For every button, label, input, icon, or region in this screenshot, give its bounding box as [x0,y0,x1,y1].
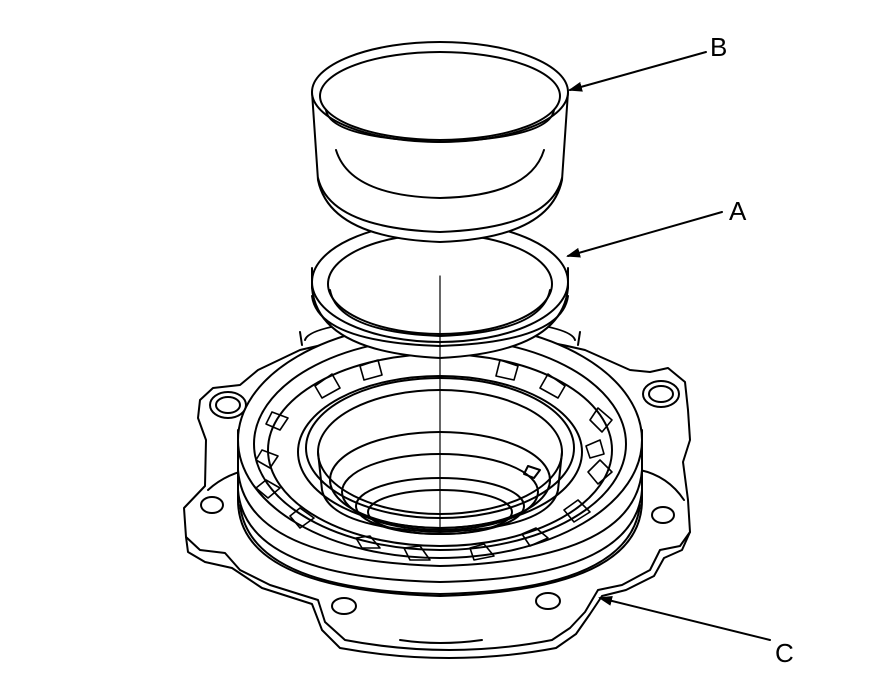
housing-part-c [183,315,691,659]
bolt-hole-boss [642,380,680,408]
callout-label-b: B [710,32,728,62]
cup-b-top-outer [311,41,569,143]
callout-label-c: C [775,638,794,668]
cup-b-top-inner [319,51,561,141]
bearing-roller [265,411,289,431]
bolt-hole [651,506,675,524]
callout-label-a: A [729,196,747,226]
bearing-roller [355,535,381,549]
bolt-hole [535,592,561,610]
cup-part-b [311,41,569,243]
housing-flange-bottom-edge [185,531,691,659]
bearing-roller [589,407,613,433]
housing-bottom-spigot [399,639,483,644]
bolt-hole [215,396,241,414]
housing-collar [299,331,581,346]
bolt-hole [200,496,224,514]
housing-body-ring-line [237,469,643,567]
bolt-hole [648,385,674,403]
bearing-roller [255,479,281,499]
leader-line-a [566,211,723,258]
bore-tab [523,465,541,479]
bearing-roller [403,545,431,561]
bearing-roller [314,373,341,399]
housing-body-ring-line [237,489,643,583]
bearing-roller [563,499,591,523]
bearing-roller [585,439,605,459]
leader-line-b [568,51,707,92]
bolt-hole [331,597,357,615]
cup-b-inner-wall [325,109,555,143]
housing-body-ring-line [239,504,641,595]
bearing-roller [469,543,495,561]
bearing-rollers [255,359,613,561]
bearing-roller [495,359,519,381]
bearing-roller [521,527,549,547]
cup-b-inner-bottom [335,149,545,199]
cup-b-lower-band [317,177,563,233]
bearing-roller [359,359,383,381]
bearing-roller [539,373,566,399]
leader-line-c [598,596,771,641]
bearing-roller [255,449,279,469]
bearing-roller [289,507,315,529]
housing-bore-wall [317,451,563,533]
bearing-roller [587,459,613,485]
